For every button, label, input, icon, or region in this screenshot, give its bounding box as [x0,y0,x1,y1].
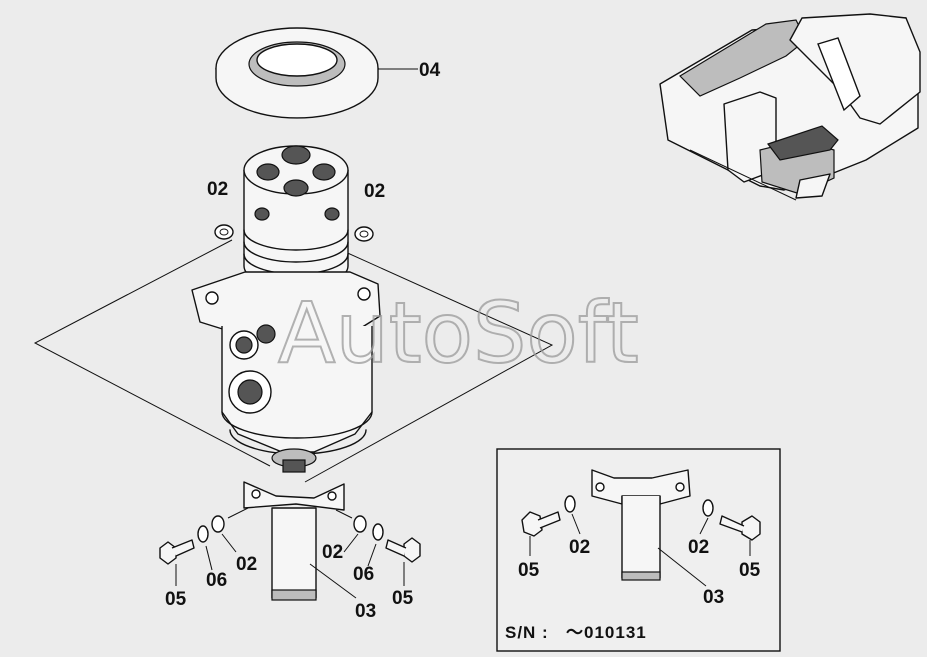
mounting-frame-outline [33,239,554,483]
serial-number-value: ～010131 [566,623,647,642]
inset-callout-washer-right: 02 [688,537,709,558]
serial-number-label: S/N : [505,623,549,642]
inset-callout-bolt-left: 05 [518,560,540,581]
seal-ring [215,27,418,119]
inset-callout-bracket: 03 [703,587,724,608]
callout-oring-left: 02 [207,179,228,200]
callout-washer-left: 02 [236,554,257,575]
bracket [243,481,345,601]
callout-bracket: 03 [355,601,376,622]
excavator-location-view [659,13,921,201]
callout-bolt-right: 05 [392,588,414,609]
watermark: AutoSoft [278,284,639,382]
callout-seal: 04 [419,60,441,81]
center-joint-body [191,145,381,473]
callout-bolt-left: 05 [165,589,187,610]
callout-lock-washer-left: 06 [206,570,227,591]
callout-washer-right: 02 [322,542,343,563]
left-hardware [159,224,249,586]
inset-box [496,448,781,652]
inset-callout-bolt-right: 05 [739,560,761,581]
right-hardware [309,226,421,599]
callout-lock-washer-right: 06 [353,564,374,585]
callout-oring-right: 02 [364,181,385,202]
inset-callout-washer-left: 02 [569,537,590,558]
